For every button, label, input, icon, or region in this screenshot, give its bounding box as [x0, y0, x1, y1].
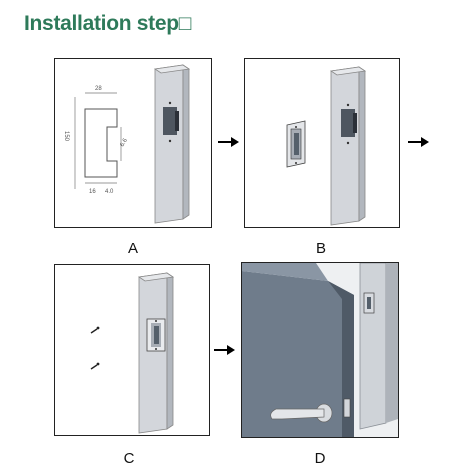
dim-bottom-a: 16	[89, 189, 96, 195]
page-title: Installation step□	[24, 12, 192, 35]
dim-top: 28	[95, 86, 102, 92]
screw-icon	[90, 326, 100, 334]
arrow-right-icon	[408, 137, 429, 147]
step-b-label: B	[315, 240, 326, 257]
dim-height: 150	[63, 131, 69, 142]
step-d-panel	[241, 262, 399, 438]
step-a-label: A	[127, 240, 138, 257]
arrow-right-icon	[218, 137, 239, 147]
step-b-panel	[244, 58, 400, 228]
step-a-panel: 28 150 6.6 16 4.0	[54, 58, 212, 228]
door-installed-drawing	[242, 263, 398, 437]
step-c-panel	[54, 264, 210, 436]
arrow-right-icon	[214, 345, 235, 355]
strike-insertion-drawing	[286, 66, 367, 226]
dim-side: 6.6	[120, 137, 130, 148]
screw-icon	[90, 362, 100, 370]
cutout-template-drawing: 28 150 6.6 16 4.0	[63, 64, 191, 224]
dim-bottom-b: 4.0	[105, 189, 114, 195]
step-c-label: C	[123, 450, 135, 467]
step-d-label: D	[314, 450, 326, 467]
screw-fixing-drawing	[90, 272, 175, 434]
door-handle-icon	[270, 403, 333, 423]
